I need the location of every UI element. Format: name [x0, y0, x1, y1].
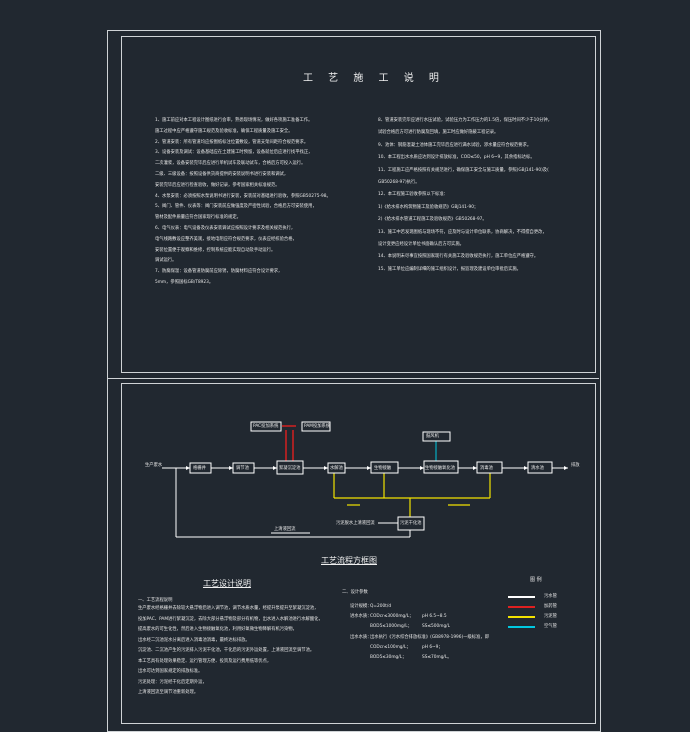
quality-cell: pH 6.5~8.5 — [422, 614, 447, 620]
note-line: 11、工程施工应严格按照有关规范进行，确保施工安全与施工质量，参照(GBJ141… — [378, 167, 549, 173]
note-line: 15、施工单位应编制详细的施工组织设计，报监理及建设单位审批后实施。 — [378, 266, 521, 272]
note-line: 施工过程中应严格遵守施工规范及验收标准，确保工程质量及施工安全。 — [155, 128, 293, 134]
quality-cell: CODcr≤100mg/L； — [370, 644, 411, 650]
legend-swatch — [508, 616, 535, 618]
note-line: 二级、三级设备：按照设备供货商提供的安装说明书进行安装和调试， — [155, 172, 289, 177]
design-line: 生产废水经格栅井去除较大悬浮物后进入调节池，调节水质水量，经提升泵提升至絮凝沉淀… — [138, 606, 319, 611]
flow-pac-box: PAC投加系统 — [253, 424, 279, 429]
quality-cell: SS≤500mg/L — [422, 624, 451, 630]
flow-inlet-label: 生产废水 — [145, 463, 163, 468]
sheet-divider-top — [107, 378, 599, 379]
note-line: 调试运行。 — [155, 258, 177, 264]
note-line: 1、施工前应对本工程设计图纸进行会审，熟悉现场情况，做好各项施工准备工作。 — [155, 118, 313, 123]
top-title: 工 艺 施 工 说 明 — [303, 73, 445, 84]
note-line: 电气线路敷设应整齐美观，接地电阻应符合规范要求，仪表应经校验合格， — [155, 236, 297, 242]
quality-cell: 设计规模： — [350, 604, 372, 609]
design-heading: 一、工艺流程说明 — [138, 598, 173, 603]
note-line: 试验合格后方可进行防腐及回填，施工时应做好隐蔽工程记录。 — [378, 130, 499, 136]
design-line: 本工艺具有处理效果稳定、运行管理方便、投资及运行费用低等优点， — [138, 658, 272, 664]
legend-title: 图 例 — [530, 577, 542, 583]
note-line: 5、阀门、管件、仪表等：阀门安装前应做强度及严密性试验，合格后方可安装使用， — [155, 204, 317, 210]
note-line: 13、施工中若发现图纸与现场不符，应及时与设计单位联系，协商解决，不得擅自更改， — [378, 229, 547, 235]
design-line: 沉淀池、二沉池产生的污泥排入污泥干化池，干化后的污泥外运处置，上清液回流至调节池… — [138, 648, 315, 653]
note-line: 管材及配件质量应符合国家现行标准的规定。 — [155, 215, 241, 221]
design-line: 污泥处理：污泥经干化后定期外运， — [138, 679, 207, 685]
flow-return-label: 上清液回流 — [274, 527, 296, 532]
quality-cell: 出水执行《污水综合排放标准》(GB8978-1996)一级标准，即 — [370, 634, 489, 640]
flow-box-screen: 格栅井 — [193, 466, 206, 471]
note-line: 安装位置便于观察和维修，控制系统应能实现自动及手动运行。 — [155, 247, 276, 253]
note-line: 3、设备安装及调试：设备基础应在土建施工时预留，设备就位后应进行找平找正， — [155, 150, 313, 156]
legend-label: 空气管 — [544, 624, 557, 629]
quality-cell: BOD5≤30mg/L； — [370, 655, 407, 660]
note-line: GB50268-97)执行。 — [378, 180, 420, 185]
top-panel-frame — [121, 36, 596, 373]
note-line: 设计变更应经设计单位书面确认后方可实施。 — [378, 242, 464, 247]
quality-cell: CODcr≤3000mg/L； — [370, 614, 414, 620]
quality-cell: 进水水质： — [350, 614, 372, 620]
legend-swatch — [508, 606, 535, 608]
note-line: 6、电气仪表：电气设备及仪表安装调试应按照设计要求及相关规范执行， — [155, 226, 296, 231]
quality-heading: 二、设计参数 — [342, 590, 368, 595]
flow-box-bio-contact: 生物接触 — [374, 466, 392, 471]
note-line: 9、池体：钢筋混凝土池体施工完毕后应进行满水试验，渗水量应符合规范要求。 — [378, 142, 532, 148]
flow-title: 工艺流程方框图 — [321, 556, 377, 565]
note-line: 二次灌浆，设备安装完毕后应进行单机试车及联动试车，合格后方可投入运行。 — [155, 161, 306, 167]
flow-box-coagulation: 絮凝沉淀池 — [279, 466, 301, 471]
flow-box-hydrolysis: 水解池 — [330, 466, 343, 471]
quality-cell: BOD5≤1000mg/L； — [370, 624, 412, 630]
legend-swatch — [508, 596, 535, 598]
note-line: 4、水泵安装：必须按照水泵说明书进行安装，安装前对基础进行验收，参照GB5027… — [155, 193, 331, 199]
bottom-panel-frame — [121, 383, 596, 724]
legend-label: 加药管 — [544, 604, 557, 609]
design-line: 上清液回流至调节池重新处理。 — [138, 690, 199, 695]
design-line: 出水经二沉池泥水分离后进入消毒池消毒，最终达标排放。 — [138, 637, 250, 643]
note-line: 5mm，参照国标GB/T8923。 — [155, 280, 214, 285]
note-line: 12、本工程施工验收参照以下标准： — [378, 192, 448, 198]
note-line: 8、管道安装完毕应进行水压试验，试验压力为工作压力的1.5倍，保压时间不少于10… — [378, 118, 553, 123]
note-line: 14、本说明未尽事宜按照国家现行有关施工及验收规范执行，施工单位应严格遵守。 — [378, 254, 539, 260]
note-line: 2、管道安装：所有管道均应按图纸标注位置敷设，管道支架间距符合规范要求。 — [155, 139, 309, 145]
design-line: 投加PAC、PAM进行絮凝沉淀，去除大部分悬浮物及部分有机物，出水进入水解池进行… — [138, 616, 323, 622]
quality-cell: pH 6~9； — [422, 644, 443, 650]
note-line: 7、防腐保温：设备管道防腐前应除锈，防腐材料应符合设计要求， — [155, 269, 283, 275]
flow-box-equalization: 调节池 — [236, 466, 249, 471]
flow-box-disinfection: 消毒池 — [480, 466, 493, 471]
flow-box-oxidation: 生物接触氧化池 — [425, 466, 456, 471]
legend-swatch — [508, 626, 535, 628]
quality-cell: Q=200t/d — [370, 604, 392, 609]
flow-box-clear-water: 清水池 — [531, 466, 544, 471]
legend-label: 污泥管 — [544, 614, 557, 619]
quality-cell: 出水水质： — [350, 634, 372, 640]
design-line: 提高废水的可生化性，然后进入生物接触氧化池，利用好氧微生物降解有机污染物， — [138, 627, 297, 632]
flow-pam-box: PAM投加系统 — [304, 424, 331, 429]
design-title: 工艺设计说明 — [203, 579, 251, 588]
flow-fan-box: 鼓风机 — [426, 434, 439, 439]
note-line: 安装完毕后应进行检查验收，做好记录，参考国家相关标准规范。 — [155, 182, 280, 188]
design-line: 出水可达到国家规定的排放标准。 — [138, 669, 203, 674]
legend-label: 污水管 — [544, 594, 557, 599]
flow-outlet-label: 排放 — [571, 463, 580, 468]
flow-box-sludge-dry: 污泥干化池 — [400, 521, 422, 526]
note-line: 1)《给水排水构筑物施工及验收规范》GBJ141-90； — [378, 204, 479, 210]
flow-sludge-line-label: 污泥脱水上清液回流 — [336, 521, 375, 526]
note-line: 2)《给水排水管道工程施工及验收规范》GB50268-97。 — [378, 217, 487, 223]
quality-cell: SS≤70mg/L。 — [422, 655, 452, 660]
note-line: 10、本工程出水水质应达到设计排放标准，COD≤50，pH 6~9，其余指标达标… — [378, 155, 535, 161]
